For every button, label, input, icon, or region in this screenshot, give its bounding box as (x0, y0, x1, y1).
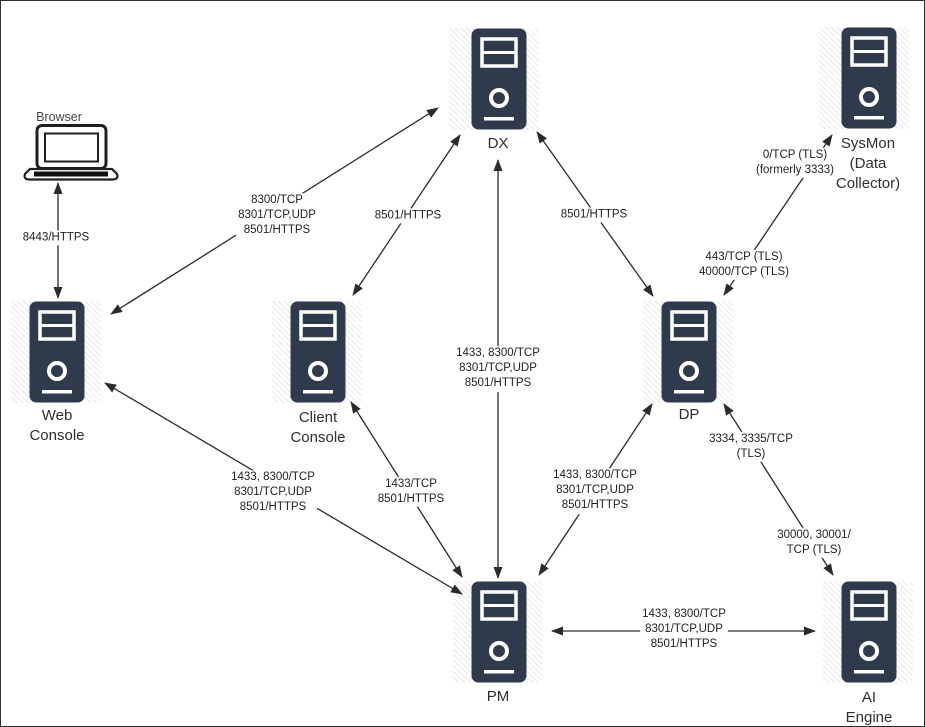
edge-label-client-console-dx: 8501/HTTPS (372, 208, 444, 224)
node-label-dx: DX (487, 135, 509, 152)
edge-label-dp-ai-engine-upper: 3334, 3335/TCP (TLS) (707, 431, 795, 463)
node-label-dp: DP (678, 406, 700, 423)
edge-label-dx-dp: 8501/HTTPS (558, 207, 630, 223)
node-label-web-console: Web Console (29, 407, 85, 444)
node-label-ai-engine: AI Engine (845, 689, 893, 726)
edge-label-pm-dx: 1433, 8300/TCP 8301/TCP,UDP 8501/HTTPS (454, 346, 542, 392)
server-icon (841, 581, 897, 683)
server-icon (471, 581, 527, 683)
edge-label-dp-ai-engine-lower: 30000, 30001/ TCP (TLS) (775, 527, 853, 559)
server-icon (471, 28, 527, 130)
server-icon (841, 27, 897, 129)
node-label-browser: Browser (36, 110, 82, 124)
edge-label-browser-web-console: 8443/HTTPS (20, 230, 92, 246)
edge-label-dp-pm: 1433, 8300/TCP 8301/TCP,UDP 8501/HTTPS (551, 468, 639, 514)
edge-label-dp-sysmon-lower: 443/TCP (TLS) 40000/TCP (TLS) (697, 249, 791, 281)
server-icon (661, 301, 717, 403)
edge-label-pm-ai-engine: 1433, 8300/TCP 8301/TCP,UDP 8501/HTTPS (640, 607, 728, 653)
edge-label-client-console-pm: 1433/TCP 8501/HTTPS (375, 476, 447, 508)
edge-label-dp-sysmon-upper: 0/TCP (TLS) (formerly 3333) (754, 147, 836, 179)
edge-label-web-console-dx: 8300/TCP 8301/TCP,UDP 8501/HTTPS (236, 193, 318, 239)
edge-label-web-console-pm: 1433, 8300/TCP 8301/TCP,UDP 8501/HTTPS (229, 470, 317, 516)
node-label-client-console: Client Console (290, 409, 346, 446)
node-label-sysmon: SysMon (Data Collector) (835, 135, 901, 192)
node-label-pm: PM (486, 688, 510, 705)
server-icon (29, 301, 85, 403)
laptop-icon (23, 124, 119, 181)
server-icon (290, 301, 346, 403)
